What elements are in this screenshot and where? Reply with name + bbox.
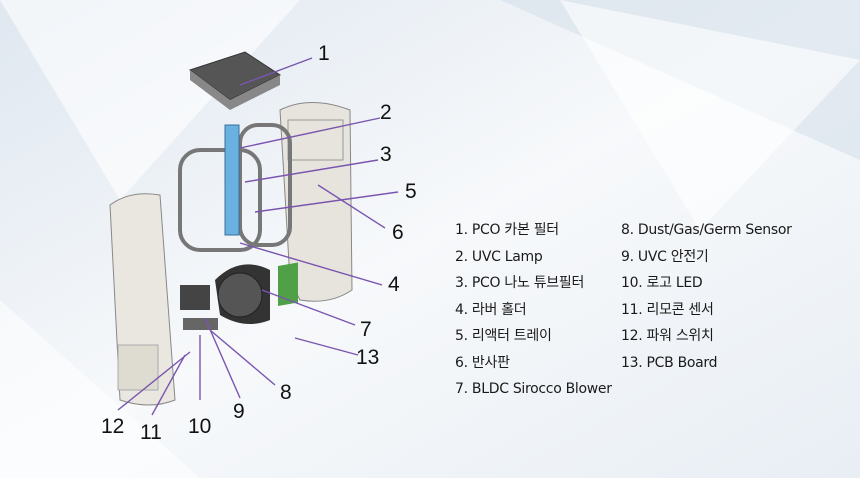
- sensor-module: [180, 285, 210, 310]
- pco-carbon-filter: [188, 51, 282, 110]
- legend-item: 6. 반사판: [455, 354, 510, 371]
- parts-legend-col1: 1. PCO 카본 필터 2. UVC Lamp 3. PCO 나노 튜브필터 …: [455, 217, 612, 403]
- callout-7: 7: [360, 318, 372, 341]
- rear-housing: [279, 102, 353, 302]
- callout-11: 11: [140, 421, 162, 444]
- legend-item: 7. BLDC Sirocco Blower: [455, 381, 612, 397]
- uvc-ballast: [183, 318, 218, 330]
- legend-item: 4. 라버 홀더: [455, 301, 527, 318]
- callout-3: 3: [380, 143, 392, 166]
- legend-item: 3. PCO 나노 튜브필터: [455, 275, 585, 291]
- legend-item: 11. 리모콘 센서: [621, 301, 714, 318]
- callout-4: 4: [388, 273, 400, 296]
- callout-8: 8: [280, 381, 292, 404]
- callout-10: 10: [188, 415, 212, 438]
- pcb-board: [278, 262, 298, 306]
- callout-5: 5: [405, 180, 417, 203]
- legend-item: 10. 로고 LED: [621, 275, 703, 291]
- callout-1: 1: [318, 42, 330, 65]
- callout-12: 12: [101, 415, 125, 438]
- callout-arrows: [117, 57, 399, 416]
- legend-item: 9. UVC 안전기: [621, 248, 709, 265]
- front-housing: [109, 193, 176, 406]
- callout-13: 13: [356, 346, 380, 369]
- callout-9: 9: [233, 400, 245, 423]
- legend-item: 5. 리액터 트레이: [455, 328, 552, 344]
- bldc-sirocco-blower: [215, 264, 270, 324]
- uvc-lamp: [224, 124, 240, 236]
- legend-item: 1. PCO 카본 필터: [455, 222, 559, 238]
- pco-nano-tube-filter: [178, 123, 292, 252]
- legend-item: 2. UVC Lamp: [455, 248, 543, 265]
- parts-legend-col2: 8. Dust/Gas/Germ Sensor 9. UVC 안전기 10. 로…: [621, 217, 792, 376]
- legend-item: 12. 파워 스위치: [621, 328, 714, 344]
- legend-item: 13. PCB Board: [621, 354, 718, 371]
- callout-2: 2: [380, 101, 392, 124]
- callout-6: 6: [392, 221, 404, 244]
- legend-item: 8. Dust/Gas/Germ Sensor: [621, 222, 792, 238]
